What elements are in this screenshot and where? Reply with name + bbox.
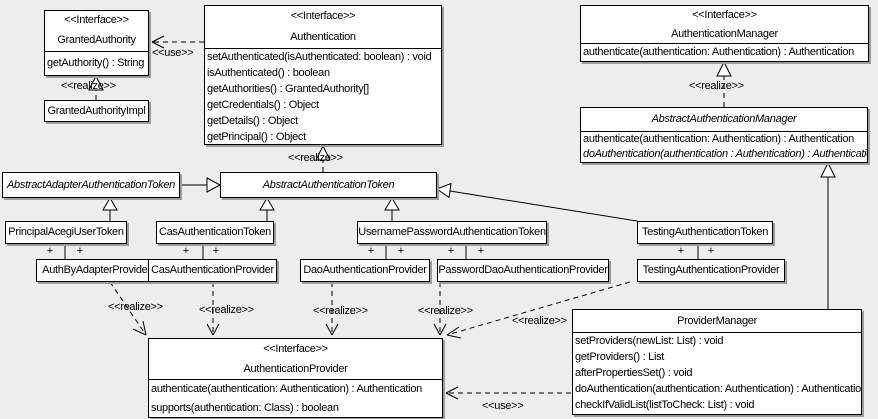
class-name: GrantedAuthority [57,34,136,46]
class-dao-authentication-provider: DaoAuthenticationProvider [300,259,430,282]
class-principal-acegi-user-token: PrincipalAcegiUserToken [5,221,127,244]
use-provider-manager-to-authentication-provider [445,386,571,400]
class-name: CasAuthenticationToken [158,226,272,238]
realize-label-abstract-token: <<realize>> [288,152,343,164]
class-name: PrincipalAcegiUserToken [8,226,124,238]
realize-label-granted-authority: <<realize>> [61,80,116,92]
class-header: <<Interface>> AuthenticationProvider [149,339,442,379]
class-name: AbstractAuthenticationManager [651,113,797,125]
method: getDetails() : Object [207,115,298,127]
class-header: <<Interface>> GrantedAuthority [45,11,148,51]
class-abstract-authentication-token: AbstractAuthenticationToken [220,172,437,198]
class-username-password-authentication-token: UsernamePasswordAuthenticationToken [357,221,547,244]
method: afterPropertiesSet() : void [575,367,693,379]
class-name: CasAuthenticationProvider [151,264,274,276]
methods-compartment: authenticate(authentication: Authenticat… [149,379,442,418]
method: supports(authentication: Class) : boolea… [151,402,339,414]
class-cas-authentication-provider: CasAuthenticationProvider [148,259,277,282]
stereotype-label: <<Interface>> [692,9,757,21]
method: getAuthorities() : GrantedAuthority[] [207,83,369,95]
class-name: Authentication [290,31,356,43]
generalization-adapter-token-to-abstract-token [180,177,222,193]
realize-label-cas-provider: <<realize>> [199,304,254,316]
class-name: DaoAuthenticationProvider [303,264,427,276]
realize-label-authbyadapter: <<realize>> [108,301,163,313]
realize-label-abstract-manager: <<realize>> [689,80,744,92]
realize-label-password-dao-provider: <<realize>> [418,305,473,317]
class-name: AuthByAdapterProvider [42,264,151,276]
class-name: AuthenticationProvider [243,363,348,375]
method: authenticate(authentication: Authenticat… [583,133,854,145]
multiplicity-plus: + [397,245,405,257]
multiplicity-plus: + [477,245,485,257]
multiplicity-plus: + [367,245,375,257]
class-cas-authentication-token: CasAuthenticationToken [156,221,274,244]
class-authentication: <<Interface>> Authentication setAuthenti… [204,5,442,145]
methods-compartment: authenticate(authentication: Authenticat… [581,43,868,61]
method: setAuthenticated(isAuthenticated: boolea… [207,51,432,63]
class-abstract-adapter-authentication-token: AbstractAdapterAuthenticationToken [2,172,180,198]
methods-compartment: setProviders(newList: List) : void getPr… [573,332,861,413]
class-abstract-authentication-manager: AbstractAuthenticationManager authentica… [580,107,868,163]
method: authenticate(authentication: Authenticat… [151,383,422,395]
class-header: <<Interface>> AuthenticationManager [581,6,868,43]
class-header: <<Interface>> Authentication [205,6,441,48]
class-granted-authority-impl: GrantedAuthorityImpl [44,100,149,122]
methods-compartment: authenticate(authentication: Authenticat… [581,131,867,162]
generalization-provider-manager-to-abstract-manager [820,161,836,309]
class-name: TestingAuthenticationProvider [642,264,780,276]
class-name: ProviderManager [677,315,757,327]
class-provider-manager: ProviderManager setProviders(newList: Li… [572,309,862,415]
class-name: AbstractAuthenticationToken [262,179,395,191]
generalization-testing-token-to-abstract-token [435,182,638,222]
stereotype-label: <<Interface>> [64,14,129,26]
multiplicity-plus: + [182,245,190,257]
method: setProviders(newList: List) : void [575,335,724,347]
method: doAuthentication(authentication : Authen… [583,148,867,160]
class-testing-authentication-provider: TestingAuthenticationProvider [637,259,785,282]
multiplicity-plus: + [447,245,455,257]
use-label-bottom: <<use>> [482,400,524,412]
method: checkIfValidList(listToCheck: List) : vo… [575,399,755,411]
realize-label-dao-provider: <<realize>> [313,305,368,317]
class-name: GrantedAuthorityImpl [47,105,146,117]
method: getPrincipal() : Object [207,131,306,143]
method: getProviders() : List [575,351,665,363]
class-testing-authentication-token: TestingAuthenticationToken [637,221,773,244]
use-label-top: <<use>> [152,47,194,59]
generalization-username-password-token-to-abstract-token [384,197,400,221]
generalization-principal-token-to-adapter-token [102,197,118,221]
methods-compartment: setAuthenticated(isAuthenticated: boolea… [205,48,441,145]
method: getCredentials() : Object [207,99,319,111]
generalization-cas-token-to-abstract-token [259,197,275,221]
class-password-dao-authentication-provider: PasswordDaoAuthenticationProvider [437,259,609,282]
multiplicity-plus: + [707,245,715,257]
stereotype-label: <<Interface>> [290,10,356,22]
class-name: UsernamePasswordAuthenticationToken [358,226,546,238]
stereotype-label: <<Interface>> [263,343,328,355]
class-name: AuthenticationManager [671,28,778,40]
class-name: TestingAuthenticationToken [641,226,769,238]
class-name: PasswordDaoAuthenticationProvider [438,264,608,276]
methods-compartment: getAuthority() : String [45,51,148,75]
multiplicity-plus: + [76,245,84,257]
class-authentication-manager: <<Interface>> AuthenticationManager auth… [580,5,869,62]
method: getAuthority() : String [47,57,145,69]
multiplicity-plus: + [677,245,685,257]
method: isAuthenticated() : boolean [207,67,330,79]
class-authentication-provider: <<Interface>> AuthenticationProvider aut… [148,338,443,418]
class-auth-by-adapter-provider: AuthByAdapterProvider [36,259,157,282]
multiplicity-plus: + [212,245,220,257]
method: doAuthentication(authentication: Authent… [575,383,861,395]
method: authenticate(authentication: Authenticat… [583,46,854,58]
class-granted-authority: <<Interface>> GrantedAuthority getAuthor… [44,10,149,76]
realize-label-testing-provider: <<realize>> [512,315,567,327]
multiplicity-plus: + [46,245,54,257]
class-name: AbstractAdapterAuthenticationToken [7,179,175,191]
